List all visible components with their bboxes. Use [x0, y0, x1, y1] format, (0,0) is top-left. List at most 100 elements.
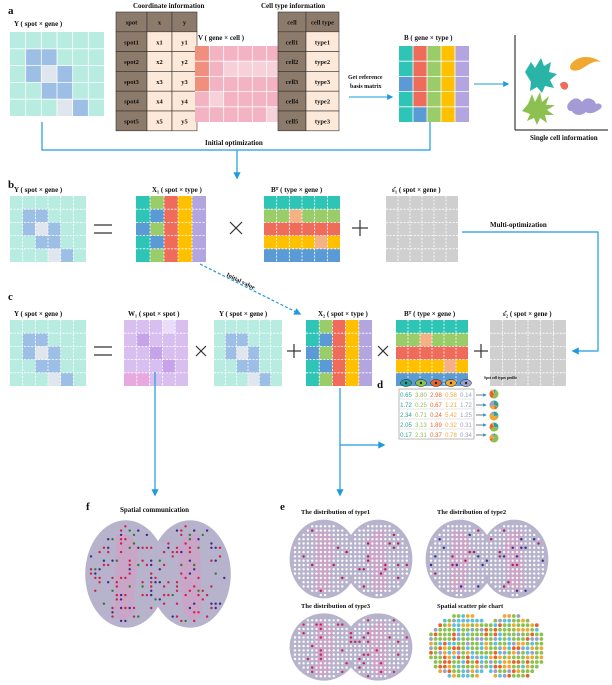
- scatter-pie-dot: [498, 623, 502, 628]
- spot-dot: [392, 581, 396, 584]
- spot-dot: [311, 538, 314, 541]
- spot-dot: [384, 675, 387, 678]
- type3-tissue: [289, 613, 413, 681]
- scatter-pie-dot: [498, 641, 502, 646]
- spot-dot: [384, 581, 387, 584]
- cell-nucleus-icon: [404, 381, 408, 385]
- scatter-pie-dot: [447, 669, 452, 674]
- spot-dot: [379, 525, 383, 528]
- scatter-pie-dot: [511, 660, 516, 664]
- matrix-cell: [444, 320, 456, 334]
- profile-value: 3.80: [415, 393, 427, 399]
- matrix-cell: [413, 61, 427, 77]
- scatter-pie-dot: [511, 623, 516, 628]
- spot-dot: [401, 559, 404, 562]
- spot-dot: [524, 581, 527, 584]
- spot-dot: [362, 550, 365, 554]
- spot-dot: [477, 529, 480, 532]
- spot-dot: [306, 619, 310, 622]
- spot-dot: [362, 619, 365, 622]
- matrix-cell: [238, 46, 253, 62]
- scatter-pie-dot: [534, 632, 539, 637]
- scatter-pie-dot: [452, 664, 456, 669]
- matrix-cell: [408, 333, 420, 347]
- scatter-pie-dot: [452, 627, 456, 632]
- scatter-pie-dot: [461, 646, 466, 651]
- scatter-pie-dot: [429, 632, 433, 637]
- matrix-cell: [192, 235, 206, 249]
- spot-dot: [502, 568, 506, 571]
- scatter-pie-dot: [438, 650, 443, 655]
- spot-dot: [366, 649, 370, 652]
- spot-dot: [459, 568, 463, 571]
- spot-dot: [379, 644, 383, 648]
- scatter-pie-dot: [475, 664, 479, 669]
- spot-dot: [490, 538, 493, 541]
- scatter-pie-dot: [498, 669, 502, 674]
- scatter-pie-dot: [475, 618, 479, 623]
- matrix-gridlines: [10, 196, 86, 262]
- spot-dot: [298, 538, 301, 541]
- spot-dot: [384, 644, 387, 648]
- b-bt-matrix: [264, 196, 340, 262]
- spot-dot: [124, 619, 127, 623]
- spot-dot: [507, 529, 510, 532]
- matrix-cell: [136, 209, 150, 223]
- spot-dot: [298, 572, 301, 575]
- spot-dot: [354, 538, 357, 541]
- spot-dot: [302, 627, 305, 631]
- matrix-cell: [35, 248, 48, 262]
- matrix-cell: [327, 209, 340, 223]
- spot-dot: [362, 546, 365, 549]
- matrix-cell: [73, 196, 86, 210]
- matrix-cell: [162, 333, 176, 347]
- spot-dot: [379, 559, 383, 562]
- scatter-pie-dot: [447, 632, 452, 637]
- spot-dot: [464, 525, 467, 528]
- scatter-pie-dot: [530, 669, 535, 674]
- spot-dot: [167, 546, 170, 549]
- spot-dot: [533, 555, 536, 558]
- matrix-cell: [41, 48, 57, 66]
- spot-dot: [336, 550, 340, 554]
- scatter-pie-dot: [493, 637, 498, 641]
- spot-dot: [311, 529, 314, 532]
- spot-dot: [494, 529, 497, 532]
- spot-dot: [336, 581, 340, 584]
- spot-dot: [319, 559, 322, 562]
- spot-dot: [455, 559, 458, 562]
- spot-dot: [302, 666, 305, 669]
- scatter-pie-dot: [452, 669, 456, 674]
- scatter-pie-dot: [502, 632, 507, 637]
- spot-dot: [298, 653, 301, 656]
- spot-dot: [362, 657, 365, 661]
- spot-dot: [332, 666, 335, 669]
- initial-value-label: Initial value: [225, 272, 256, 291]
- matrix-cell: [302, 196, 315, 210]
- spot-dot: [132, 533, 136, 537]
- spot-dot: [336, 559, 340, 562]
- spot-dot: [455, 555, 458, 558]
- scatter-pie-dot: [442, 646, 447, 651]
- spot-dot: [515, 525, 519, 528]
- scatter-pie-dot: [525, 673, 530, 678]
- matrix-cell: [410, 209, 422, 223]
- spot-dot: [119, 533, 123, 537]
- spot-dot: [302, 585, 305, 588]
- matrix-cell: [264, 222, 277, 236]
- spot-dot: [397, 657, 400, 661]
- spot-dot: [188, 572, 192, 575]
- spot-dot: [388, 563, 391, 567]
- spot-dot: [375, 529, 378, 532]
- scatter-pie-dot: [438, 660, 443, 664]
- spot-dot: [319, 576, 322, 580]
- spot-dot: [332, 632, 335, 635]
- matrix-gridlines: [264, 196, 340, 262]
- pie-slice: [494, 422, 499, 428]
- spot-dot: [392, 666, 396, 669]
- matrix-cell: [73, 346, 86, 360]
- matrix-cell: [302, 248, 315, 262]
- spot-dot: [375, 555, 378, 558]
- spot-dot: [494, 533, 497, 537]
- spot-dot: [477, 559, 480, 562]
